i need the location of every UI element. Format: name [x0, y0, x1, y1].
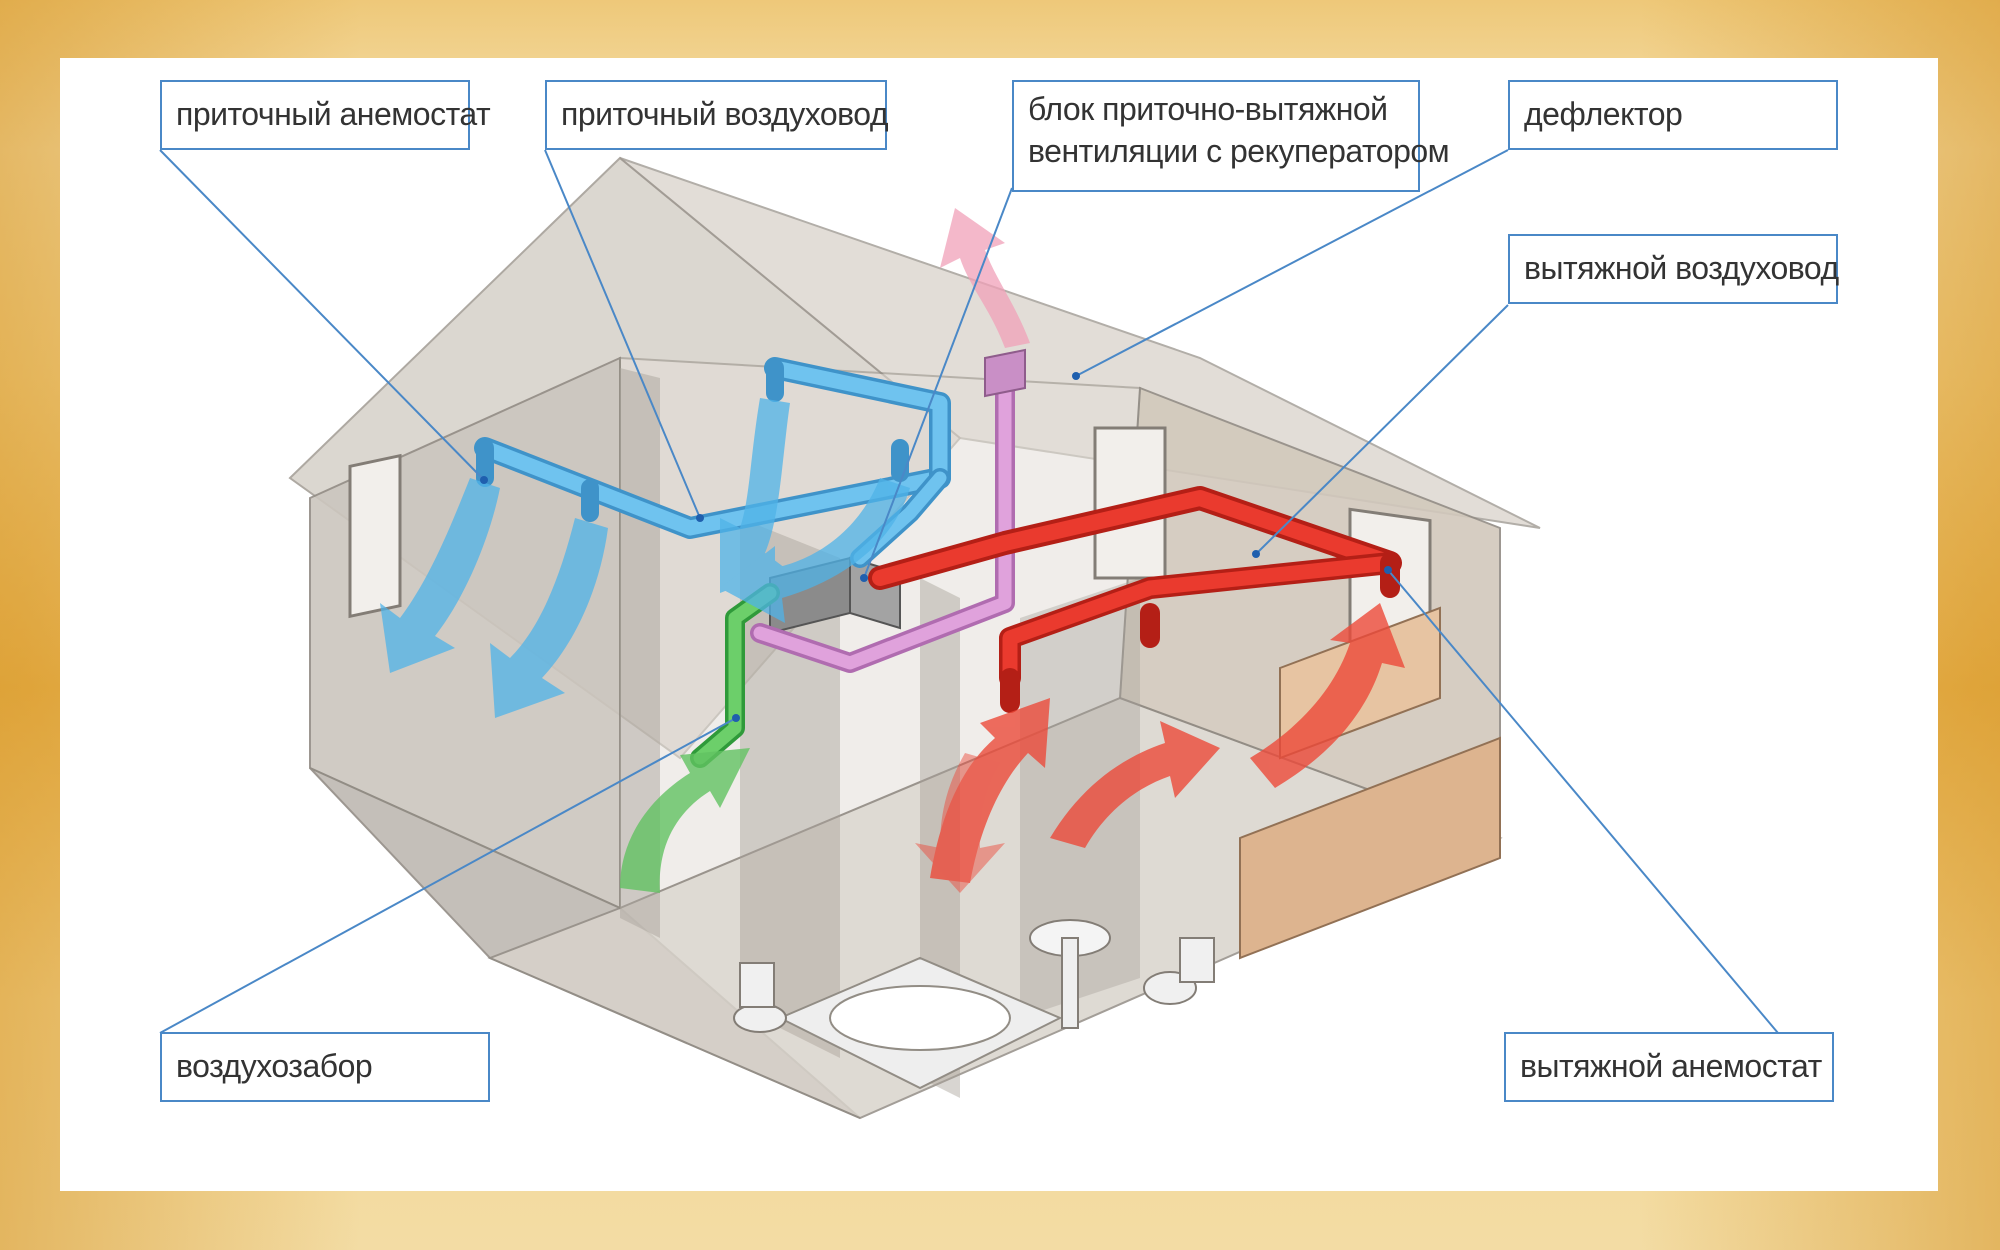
leader-supply-anemostat [159, 149, 485, 481]
intake-arrow [620, 748, 750, 893]
callout-unit-line2: вентиляции с рекуператором [1028, 133, 1450, 169]
leader-exhaust-duct [1255, 304, 1509, 555]
leader-unit [863, 187, 1013, 579]
deflector [984, 348, 1026, 398]
leader-exhaust-anemostat [1387, 569, 1779, 1034]
exhaust-arrows [915, 603, 1405, 893]
callout-unit-line1: блок приточно-вытяжной [1028, 91, 1388, 127]
roof-right [619, 157, 1541, 529]
callout-exhaust-anemostat: вытяжной анемостат [1504, 1032, 1834, 1102]
callout-exhaust-duct: вытяжной воздуховод [1508, 234, 1839, 304]
toilet-left [733, 1003, 787, 1033]
callout-recuperator-unit: блок приточно-вытяжной вентиляции с реку… [1012, 80, 1450, 192]
kitchen-counter [1239, 736, 1501, 960]
leader-deflector [1075, 149, 1509, 377]
unit-duct [750, 363, 1015, 673]
window-left [348, 453, 402, 619]
deflector-arrow [940, 208, 1030, 348]
diagram-panel: приточный анемостат приточный воздуховод… [60, 58, 1938, 1191]
leader-lines [159, 149, 1779, 1034]
leader-air-intake [159, 717, 737, 1034]
leader-supply-duct [544, 149, 701, 519]
supply-arrows [380, 398, 910, 718]
ventilation-diagram [159, 149, 1779, 1120]
callout-deflector: дефлектор [1508, 80, 1838, 150]
callout-supply-duct: приточный воздуховод [545, 80, 889, 150]
callout-air-intake: воздухозабор [160, 1032, 490, 1102]
callout-supply-anemostat: приточный анемостат [160, 80, 491, 150]
leader-dots [480, 372, 1392, 722]
